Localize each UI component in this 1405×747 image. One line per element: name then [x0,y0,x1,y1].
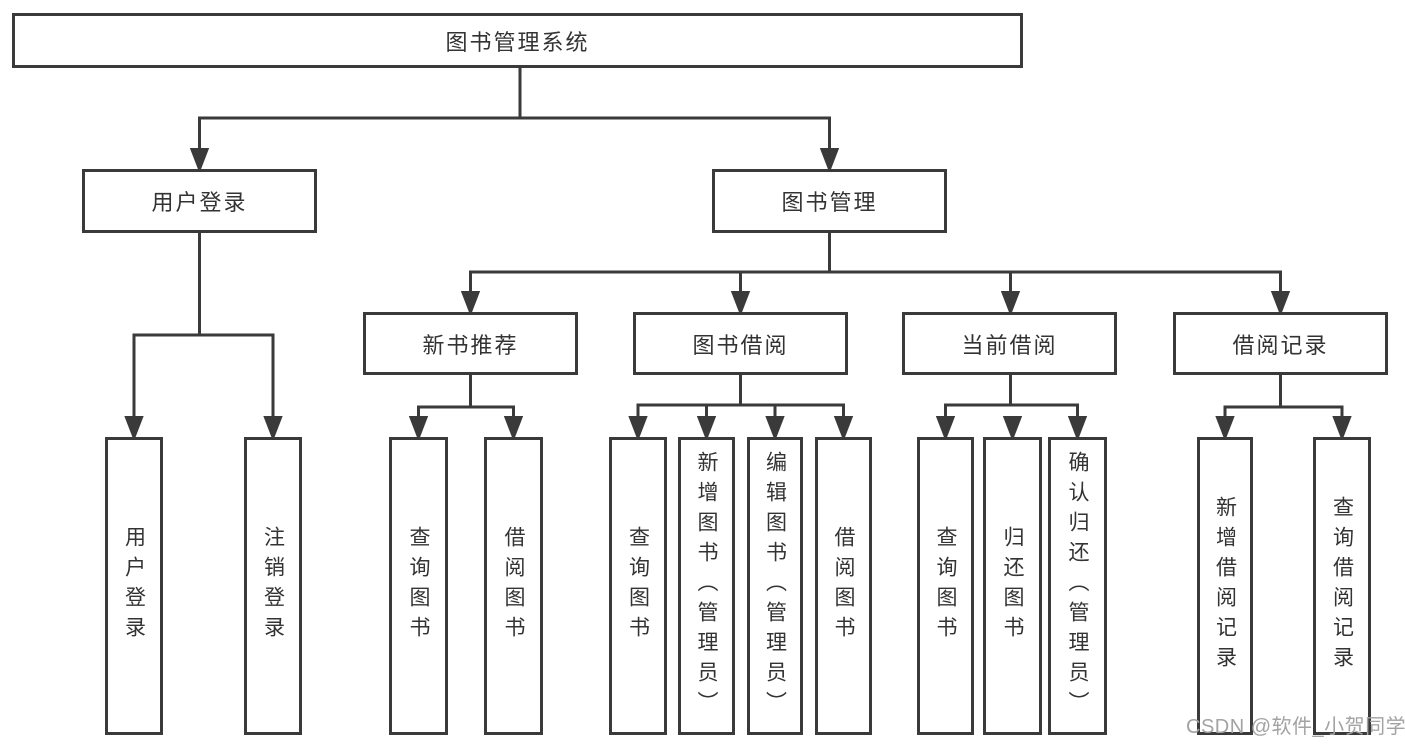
leaf-query-borrow-record: 查询借阅记录 [1313,437,1371,735]
node-label: 借阅记录 [1232,332,1329,358]
arrowhead-icon [1002,416,1023,442]
leaf-borrow-books-borrow: 借阅图书 [815,437,872,735]
arrowhead-icon [833,416,854,442]
node-root-system: 图书管理系统 [12,13,1023,68]
arrowhead-icon [730,291,751,317]
leaf-edit-books-admin: 编辑图书（管理员） [747,437,803,735]
node-label: 查询图书 [626,526,650,646]
node-label: 新增图书（管理员） [695,451,718,721]
node-new-book-rec: 新书推荐 [363,312,578,375]
arrowhead-icon [628,416,648,442]
connector-book-borrow-to-leaves [628,373,854,442]
node-label: 归还图书 [1001,526,1024,646]
node-label: 用户登录 [151,190,248,215]
connector-new-book-rec-to-leaves [408,373,524,442]
arrowhead-icon [1270,291,1291,317]
node-label: 查询图书 [407,526,430,646]
arrowhead-icon [460,291,481,317]
node-label: 图书借阅 [692,332,789,358]
connector-user-login-to-leaves [124,231,283,442]
leaf-return-books: 归还图书 [983,437,1042,735]
arrowhead-icon [765,416,785,442]
node-label: 当前借阅 [961,332,1058,358]
arrowhead-icon [408,416,429,442]
leaf-query-books-rec: 查询图书 [389,437,448,735]
leaf-user-login: 用户登录 [105,437,163,735]
node-label: 借阅图书 [502,526,525,646]
arrowhead-icon [696,416,717,442]
connector-current-borrow-to-leaves [935,373,1088,442]
arrowhead-icon [1215,416,1235,442]
node-user-login: 用户登录 [82,169,317,233]
arrowhead-icon [935,416,956,442]
node-label: 新书推荐 [422,332,519,358]
node-label: 图书管理系统 [445,29,590,55]
node-label: 注销登录 [261,526,285,646]
node-label: 查询图书 [934,526,957,646]
node-label: 新增借阅记录 [1213,496,1237,676]
arrowhead-icon [1067,416,1088,442]
node-book-borrow: 图书借阅 [633,312,848,375]
node-label: 查询借阅记录 [1330,496,1354,676]
arrowhead-icon [1000,291,1021,317]
node-label: 编辑图书（管理员） [763,451,787,721]
connector-borrow-record-to-leaves [1215,373,1352,442]
connector-book-mgmt-to-modules [460,231,1291,317]
node-book-mgmt: 图书管理 [712,169,947,233]
arrowhead-icon [1332,416,1352,442]
csdn-watermark: CSDN @软件_小贺同学 [1186,716,1405,738]
node-label: 用户登录 [122,526,146,646]
node-borrow-record: 借阅记录 [1173,312,1388,375]
node-current-borrow: 当前借阅 [902,312,1117,375]
node-label: 图书管理 [781,190,878,215]
leaf-query-books-current: 查询图书 [917,437,974,735]
leaf-logout: 注销登录 [244,437,302,735]
arrowhead-icon [124,416,144,442]
connector-root-to-branches [189,66,840,174]
leaf-borrow-books-rec: 借阅图书 [484,437,543,735]
arrowhead-icon [263,416,283,442]
node-label: 确认归还（管理员） [1066,451,1089,721]
arrowhead-icon [189,148,210,174]
arrowhead-icon [503,416,524,442]
leaf-add-borrow-record: 新增借阅记录 [1197,437,1253,735]
node-label: 借阅图书 [832,526,855,646]
leaf-query-books-borrow: 查询图书 [609,437,667,735]
arrowhead-icon [819,148,840,174]
leaf-confirm-return-admin: 确认归还（管理员） [1048,437,1107,735]
leaf-add-books-admin: 新增图书（管理员） [678,437,735,735]
